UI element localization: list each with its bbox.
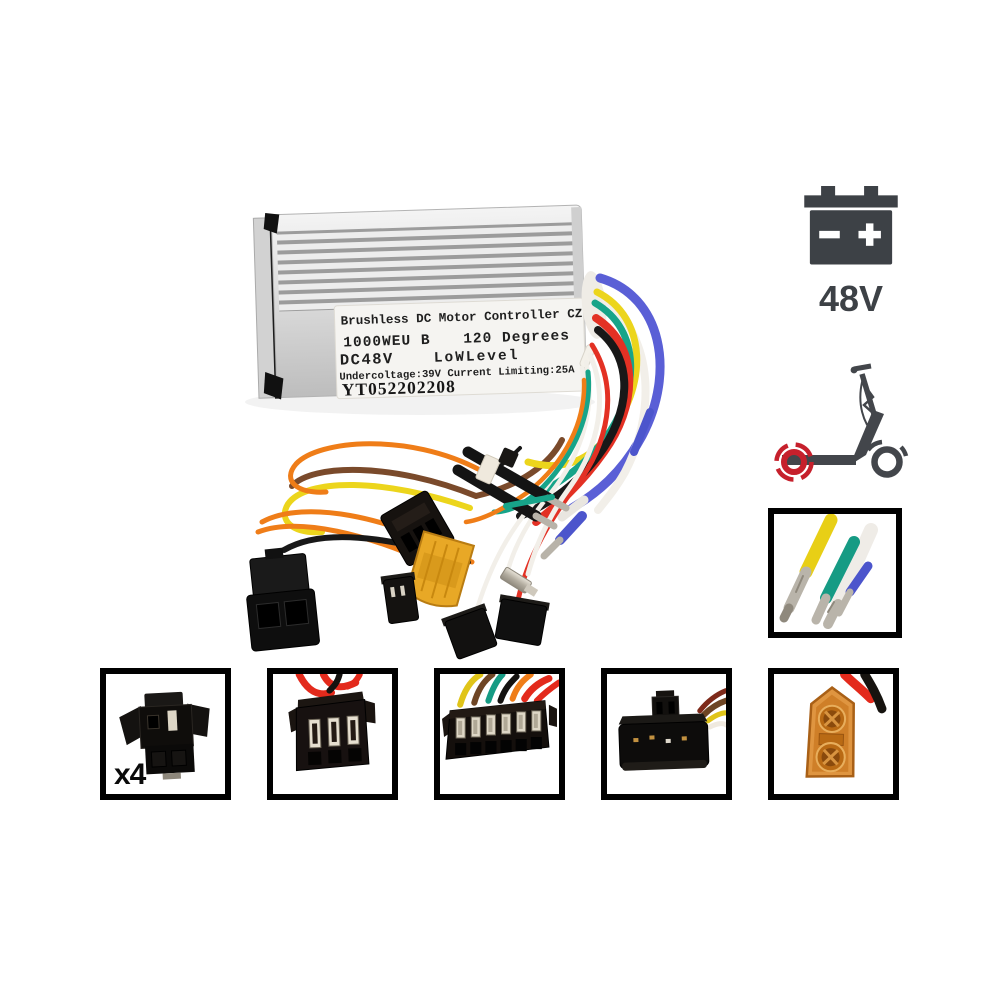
small-white-connector	[475, 447, 519, 485]
mid-multi-pin-connector	[380, 490, 455, 567]
sm-connector-c	[494, 594, 550, 646]
sm-connector-a	[380, 571, 420, 624]
quantity-label: x4	[114, 758, 146, 791]
label-serial: YT052202208	[341, 376, 456, 400]
thumbnail-wire-terminals	[768, 508, 902, 638]
label-level: LoWLevel	[434, 348, 520, 367]
latch-connector-drawing	[618, 688, 726, 771]
scooter-front-wheel	[774, 442, 814, 482]
sm-connector-b	[441, 603, 498, 660]
battery-icon	[804, 186, 898, 265]
thumbnail-sm-6pin	[434, 668, 565, 800]
sm-2pin-drawing	[119, 691, 210, 780]
thumbnail-xt60-connector	[768, 668, 899, 800]
battery-badge: 48V	[788, 186, 914, 320]
xt60-drawing	[805, 674, 887, 778]
battery-voltage-label: 48V	[818, 278, 884, 319]
label-voltage: DC48V	[340, 350, 395, 370]
sm-3pin-drawing	[288, 674, 376, 772]
controller-case: Brushless DC Motor Controller CZ 1000WEU…	[252, 204, 588, 400]
thumbnail-sm-3pin	[267, 668, 398, 800]
harness-connectors	[246, 447, 550, 660]
thumbnail-sm-2pin: x4	[100, 668, 231, 800]
thumbnail-latch-connector	[601, 668, 732, 800]
controller-label: Brushless DC Motor Controller CZ 1000WEU…	[333, 297, 587, 400]
wire-terminals-drawing	[779, 514, 878, 629]
sm-6pin-drawing	[442, 674, 559, 760]
main-6pin-connector	[246, 547, 320, 652]
electric-scooter-icon	[774, 363, 909, 482]
crimp-terminal	[500, 566, 539, 597]
label-model: 1000WEU B	[343, 333, 431, 352]
label-degrees: 120 Degrees	[463, 328, 570, 347]
xt60-connector	[405, 530, 476, 608]
